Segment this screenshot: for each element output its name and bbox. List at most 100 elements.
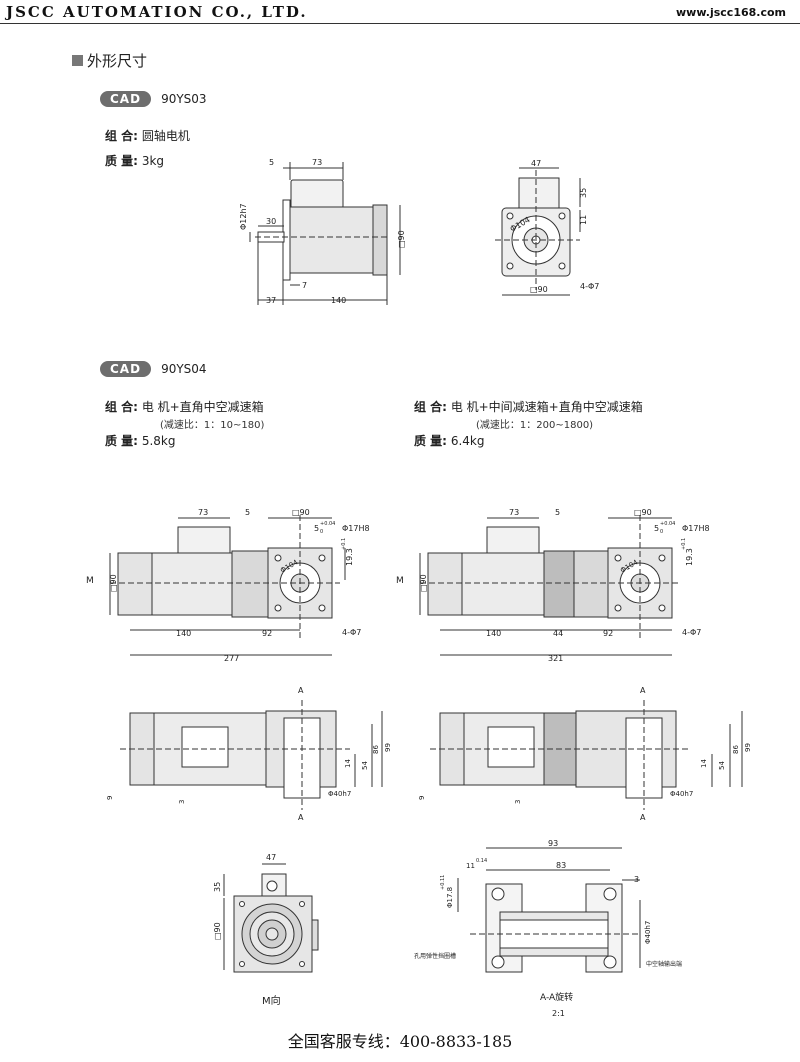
combo-value: 电 机+中间减速箱+直角中空减速箱: [450, 400, 643, 414]
combo-label: 组 合:: [105, 400, 138, 414]
dim-99: 99: [384, 743, 392, 752]
section-scale: 2:1: [552, 1009, 565, 1018]
service-hotline: 全国客服专线：400-8833-185: [287, 1032, 513, 1051]
model-name: 90YS04: [161, 362, 207, 376]
cad-tag[interactable]: CAD: [100, 91, 152, 107]
section-title: 外形尺寸: [72, 50, 147, 71]
dim-35: 35: [213, 882, 222, 892]
dim-12h7: Φ12h7: [239, 203, 248, 230]
dim-5-tol: 5: [654, 524, 659, 533]
dim-7: 7: [302, 281, 307, 290]
model2-right-combo: 组 合: 电 机+中间减速箱+直角中空减速箱: [414, 398, 643, 415]
dim-321: 321: [548, 654, 563, 663]
dim-4-7: 4-Φ7: [342, 628, 361, 637]
dim-40h7: Φ40h7: [644, 921, 652, 944]
cad-tag[interactable]: CAD: [100, 361, 152, 377]
dim-40h7: Φ40h7: [328, 790, 351, 798]
right-side-view: [430, 700, 743, 810]
note-retaining-ring: 孔用弹性挡圈槽: [414, 952, 456, 960]
model1-side-view: [249, 162, 401, 305]
section-a-a-view: [457, 847, 641, 973]
model2-side-drawings: A A 14 54 86 99 9 3 Φ40h7 A A 14 54 86 9…: [106, 686, 752, 822]
dim-90-side: □90: [419, 574, 428, 592]
model1-weight: 质 量: 3kg: [105, 152, 164, 169]
dim-73: 73: [509, 508, 519, 517]
dim-3: 3: [634, 875, 639, 884]
dim-5: 5: [269, 158, 274, 167]
dim-90-front: □90: [530, 285, 548, 294]
section-caption: A-A旋转: [540, 991, 573, 1003]
dim-37: 37: [266, 296, 276, 305]
section-marker-a: A: [640, 813, 646, 822]
model1-combo: 组 合: 圆轴电机: [105, 127, 190, 144]
dim-277: 277: [224, 654, 239, 663]
dim-9: 9: [106, 796, 114, 800]
dim-86: 86: [372, 745, 380, 754]
dim-3: 3: [514, 800, 522, 804]
bottom-drawings: 47 35 □90 M向 93 83 3 11 0.14 Φ17.8 +0.11…: [213, 840, 682, 1018]
dim-90-side: □90: [109, 574, 118, 592]
dim-11: 11: [579, 215, 588, 225]
model-name: 90YS03: [161, 92, 207, 106]
view-marker-m: M: [396, 576, 404, 586]
dim-54: 54: [718, 761, 726, 770]
dim-14: 14: [700, 759, 708, 768]
tol-lower: 0: [320, 529, 323, 535]
m-direction-view: [223, 863, 319, 973]
dim-92: 92: [603, 629, 613, 638]
dim-54: 54: [361, 761, 369, 770]
weight-label: 质 量:: [105, 434, 138, 448]
model1-header: CAD 90YS03: [100, 91, 207, 107]
dim-73: 73: [312, 158, 322, 167]
model2-header: CAD 90YS04: [100, 361, 207, 377]
dim-86: 86: [732, 745, 740, 754]
dim-90: □90: [292, 508, 310, 517]
model1-drawings: 5 73 30 Φ12h7 □90 7 37 140 47 35 11 Φ104…: [239, 158, 599, 305]
weight-value: 5.8kg: [141, 434, 176, 448]
left-assembly-view: [109, 515, 346, 656]
model2-left-combo: 组 合: 电 机+直角中空减速箱: [105, 398, 264, 415]
dim-5: 5: [245, 508, 250, 517]
weight-label: 质 量:: [105, 154, 138, 168]
tol-11: 0.14: [476, 858, 487, 864]
ratio-note: (减速比：1：200~1800): [476, 420, 594, 431]
combo-label: 组 合:: [105, 129, 138, 143]
square-bullet-icon: [72, 55, 83, 66]
dim-44: 44: [553, 629, 563, 638]
dim-3: 3: [178, 800, 186, 804]
model1-front-view: [495, 167, 581, 296]
dim-93: 93: [548, 840, 558, 848]
model2-left-weight: 质 量: 5.8kg: [105, 432, 175, 449]
tol-19: +0.1: [681, 538, 687, 550]
model2-front-drawings: 73 5 □90 5 +0.04 0 Φ17H8 19.3 +0.1 M □90…: [86, 508, 710, 663]
dim-14: 14: [344, 759, 352, 768]
weight-value: 3kg: [141, 154, 165, 168]
dim-4-7: 4-Φ7: [580, 282, 599, 291]
dim-83: 83: [556, 861, 566, 870]
note-hollow-shaft: 中空轴输出端: [646, 960, 682, 968]
dim-17-8: Φ17.8: [446, 887, 454, 908]
combo-value: 电 机+直角中空减速箱: [141, 400, 264, 414]
dim-4-7: 4-Φ7: [682, 628, 701, 637]
weight-label: 质 量:: [414, 434, 447, 448]
website-link[interactable]: www.jscc168.com: [676, 6, 786, 19]
dim-5: 5: [555, 508, 560, 517]
section-title-text: 外形尺寸: [87, 52, 148, 70]
model2-right-weight: 质 量: 6.4kg: [414, 432, 484, 449]
dim-17h8: Φ17H8: [342, 524, 370, 533]
dim-140: 140: [331, 296, 346, 305]
dim-17h8: Φ17H8: [682, 524, 710, 533]
header-divider: [0, 23, 800, 24]
dim-140: 140: [176, 629, 191, 638]
tol-upper: +0.04: [320, 521, 335, 527]
ratio-note: (减速比：1：10~180): [160, 420, 265, 431]
right-assembly-view: [419, 515, 680, 656]
dim-35: 35: [579, 188, 588, 198]
view-marker-m: M: [86, 576, 94, 586]
dim-11: 11: [466, 862, 475, 870]
dim-47: 47: [531, 159, 541, 168]
section-marker-a: A: [640, 686, 646, 695]
section-marker-a: A: [298, 686, 304, 695]
left-side-view: [120, 700, 383, 810]
weight-value: 6.4kg: [450, 434, 485, 448]
